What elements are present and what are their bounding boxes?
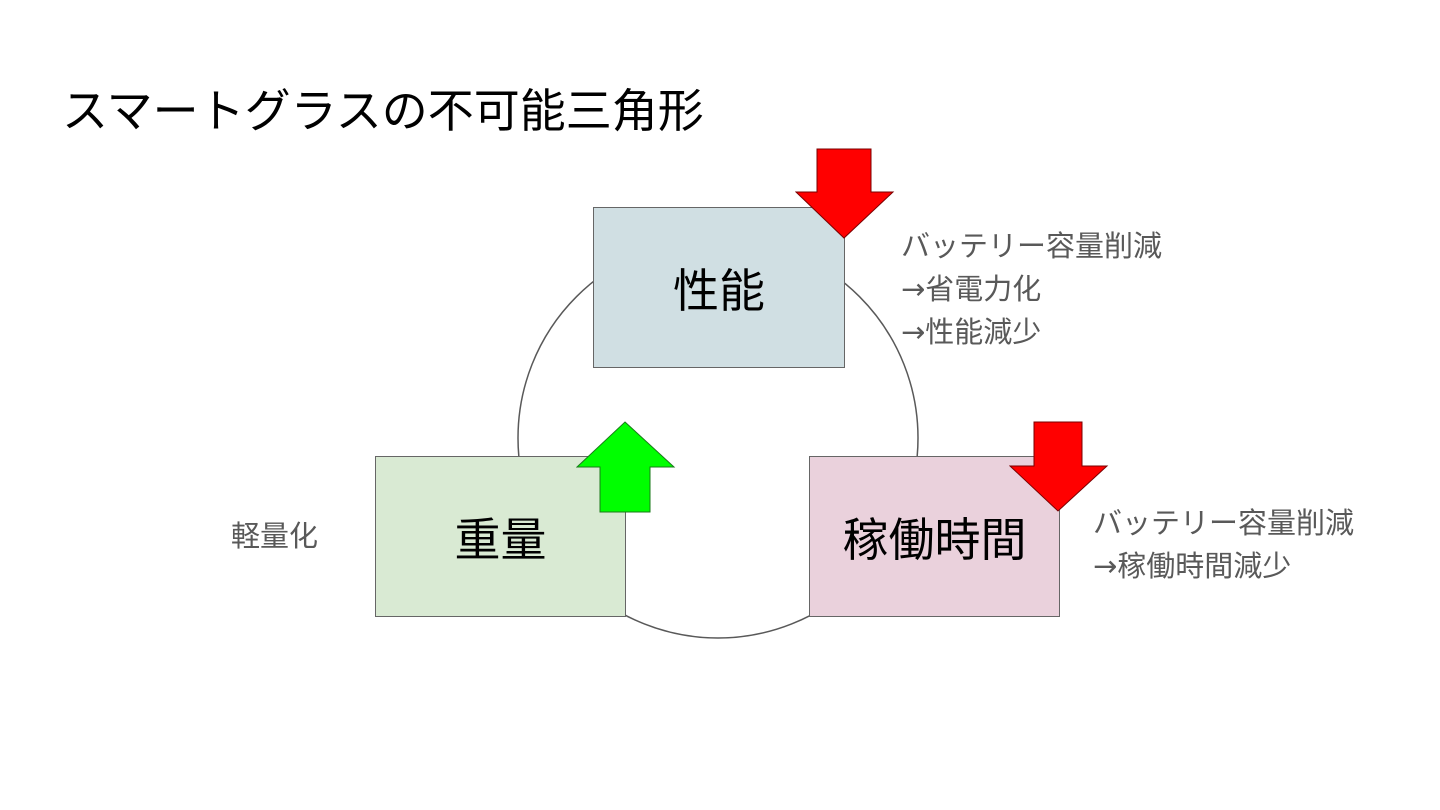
up-arrow-icon (576, 421, 676, 513)
node-runtime: 稼働時間 (809, 456, 1060, 617)
note-line: バッテリー容量削減 (1093, 506, 1355, 540)
note-runtime: バッテリー容量削減 →稼働時間減少 (1093, 502, 1354, 588)
node-weight: 重量 (375, 456, 626, 617)
down-arrow-icon (1009, 421, 1109, 512)
note-weight: 軽量化 (231, 519, 319, 553)
note-line: →省電力化 (901, 272, 1042, 306)
note-line: バッテリー容量削減 (901, 229, 1163, 263)
node-performance: 性能 (593, 207, 845, 368)
slide-title: スマートグラスの不可能三角形 (62, 84, 704, 138)
down-arrow-icon (795, 148, 895, 239)
node-performance-label: 性能 (673, 263, 765, 318)
note-line: →性能減少 (901, 315, 1042, 349)
note-line: →稼働時間減少 (1093, 549, 1292, 583)
node-runtime-label: 稼働時間 (842, 512, 1027, 567)
note-performance: バッテリー容量削減 →省電力化 →性能減少 (901, 225, 1162, 354)
node-weight-label: 重量 (454, 512, 547, 567)
